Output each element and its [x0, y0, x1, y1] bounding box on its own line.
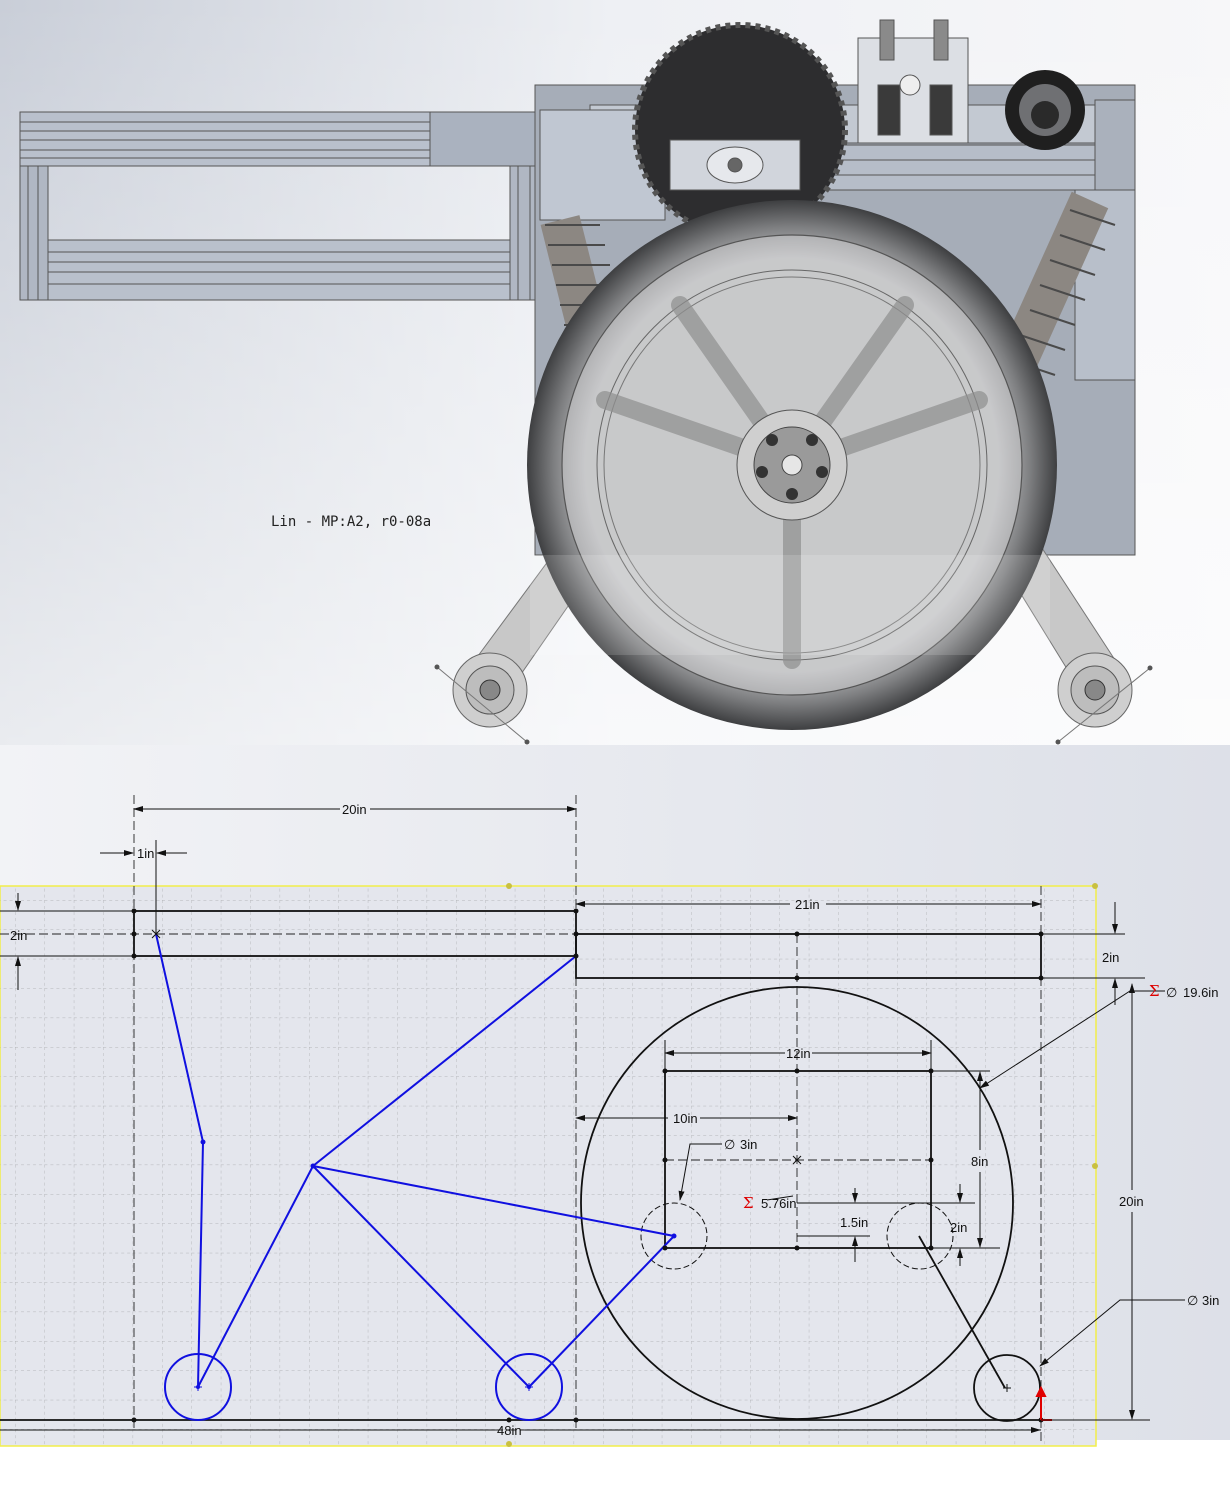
dim-right-span[interactable]: 21in: [795, 897, 820, 912]
sketch-view: 20in 1in 2in 21in 2in Σ ∅ 19.6in 12in 10…: [0, 745, 1230, 1495]
dim-base-length[interactable]: 48in: [497, 1423, 522, 1438]
dim-arm-height[interactable]: 2in: [10, 928, 27, 943]
dim-plate-height[interactable]: 8in: [971, 1154, 988, 1169]
dim-rail-height[interactable]: 2in: [1102, 950, 1119, 965]
diameter-symbol-wheel: ∅: [1166, 985, 1177, 1000]
motor-mount-block: [857, 19, 969, 144]
dim-overall-height[interactable]: 20in: [1119, 1194, 1144, 1209]
drive-wheel: [527, 200, 1057, 730]
dim-top-span[interactable]: 20in: [342, 802, 367, 817]
dim-wheel-diameter[interactable]: 19.6in: [1183, 985, 1218, 1000]
dim-hole-spacing[interactable]: 2in: [950, 1220, 967, 1235]
dim-plate-width[interactable]: 12in: [786, 1046, 811, 1061]
model-caption: Lin - MP:A2, r0-08a: [271, 514, 431, 530]
model-view: Lin - MP:A2, r0-08a: [0, 0, 1230, 745]
sigma-mark-link: Σ: [743, 1194, 754, 1212]
linkage-points: [196, 1139, 677, 1389]
dim-hole-offset[interactable]: 1.5in: [840, 1215, 868, 1230]
roller-left: [434, 652, 530, 745]
sigma-mark-wheel: Σ: [1149, 982, 1160, 1000]
vertex-points: [131, 908, 1044, 1423]
idler-sprocket: [1005, 70, 1085, 150]
dim-offset-small[interactable]: 1in: [137, 846, 154, 861]
dim-link-length[interactable]: 5.76in: [761, 1196, 796, 1211]
dimension-lines: [0, 806, 1185, 1433]
roller-right: [1055, 652, 1153, 745]
bearing-flange: [669, 139, 801, 191]
dim-roller-diameter[interactable]: 3in: [1202, 1293, 1219, 1308]
dim-plate-offset[interactable]: 10in: [673, 1111, 698, 1126]
dim-hole-diameter[interactable]: 3in: [740, 1137, 757, 1152]
diameter-symbol-roller: ∅: [1187, 1293, 1198, 1308]
diameter-symbol-hole: ∅: [724, 1137, 735, 1152]
